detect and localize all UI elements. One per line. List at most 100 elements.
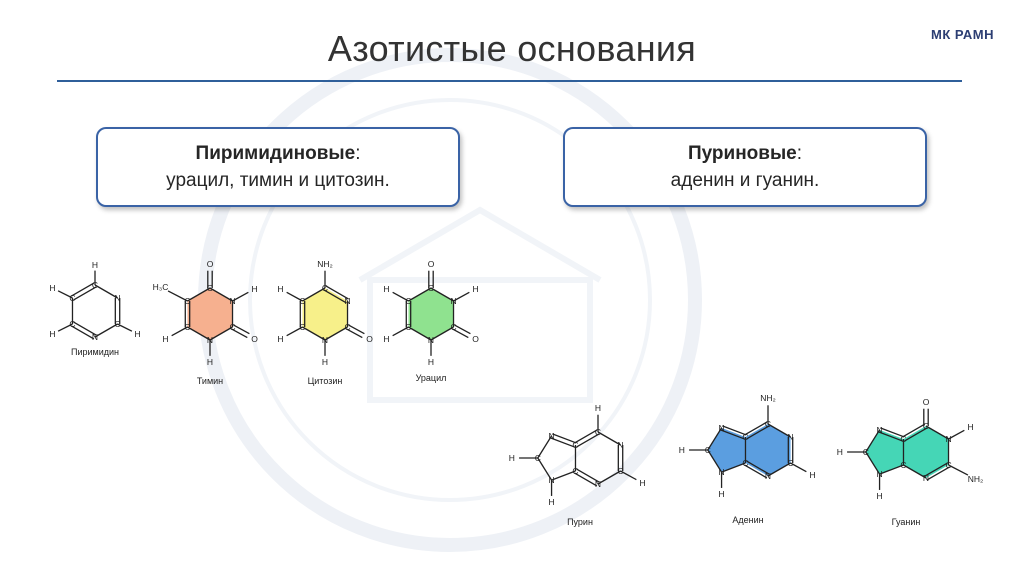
cytosine-h5: H bbox=[277, 284, 283, 294]
purine-ring6-bond bbox=[574, 472, 598, 487]
thymine-h3-bond bbox=[232, 291, 249, 302]
purine-h8: H bbox=[509, 453, 515, 463]
pyrimidine-heading: Пиримидиновые bbox=[195, 143, 356, 164]
adenine-ring6-bond bbox=[746, 425, 770, 440]
adenine-h2-bond bbox=[790, 462, 807, 473]
thymine-o4: O bbox=[207, 259, 214, 269]
thymine-h1: H bbox=[207, 357, 213, 367]
cytosine-bond bbox=[323, 289, 347, 304]
purine-heading: Пуриновые bbox=[687, 143, 797, 164]
pyrimidine-bases-box: Пиримидиновые: урацил, тимин и цитозин. bbox=[96, 127, 460, 207]
purine-name: Пурин bbox=[567, 517, 593, 527]
purine-n3: N bbox=[595, 479, 601, 489]
pyrimidine-h5: H bbox=[49, 283, 55, 293]
adenine-c4: C bbox=[742, 458, 748, 468]
uracil-bond bbox=[408, 287, 432, 302]
pyrimidine-h5-bond bbox=[57, 290, 73, 299]
thymine-bond bbox=[187, 326, 211, 341]
cytosine-h6: H bbox=[277, 334, 283, 344]
purine-n9: N bbox=[548, 475, 554, 485]
thymine-h3: H bbox=[251, 284, 257, 294]
guanine-c5: C bbox=[900, 434, 906, 444]
thymine-h6-bond bbox=[171, 326, 188, 337]
purine-n7: N bbox=[548, 431, 554, 441]
adenine-ring6-bond bbox=[767, 462, 791, 477]
adenine-n1: N bbox=[787, 432, 793, 442]
guanine-h1-bond bbox=[948, 429, 965, 440]
guanine-ring5-bond bbox=[865, 451, 881, 475]
thymine-o2-bond bbox=[231, 328, 248, 339]
pyrimidine-bond bbox=[73, 286, 97, 301]
guanine-c6: C bbox=[923, 421, 929, 431]
purine-ring6-bond bbox=[574, 429, 598, 444]
pyrimidine-bond bbox=[94, 284, 118, 299]
adenine-n3: N bbox=[765, 471, 771, 481]
adenine-ring5-fill bbox=[707, 427, 746, 473]
cytosine-o2-bond bbox=[348, 324, 365, 335]
uracil-bond bbox=[430, 287, 454, 302]
cytosine-name: Цитозин bbox=[308, 376, 343, 386]
adenine-n9: N bbox=[718, 467, 724, 477]
pyrimidine-list: урацил, тимин и цитозин. bbox=[166, 170, 390, 191]
guanine-ring6-bond bbox=[903, 464, 927, 479]
pyrimidine-bond bbox=[73, 321, 97, 336]
cytosine-c6: C bbox=[299, 322, 305, 332]
guanine-ring6-bond bbox=[904, 427, 928, 442]
purine-n1: N bbox=[617, 440, 623, 450]
thymine-c2: C bbox=[229, 322, 235, 332]
guanine-h9: H bbox=[876, 491, 882, 501]
uracil-name: Урацил bbox=[416, 373, 447, 383]
uracil-bond bbox=[408, 326, 432, 341]
thymine-bond bbox=[187, 287, 211, 302]
pyrimidine-h2-bond bbox=[117, 323, 133, 332]
uracil-o2-bond bbox=[454, 324, 471, 335]
pyrimidine-c6: C bbox=[69, 319, 75, 329]
purine-ring5-bond bbox=[550, 437, 575, 448]
adenine-ring6-bond bbox=[744, 421, 768, 436]
page-title: Азотистые основания bbox=[327, 28, 697, 69]
guanine-ring5-bond bbox=[865, 429, 881, 453]
guanine-ring6-bond bbox=[924, 462, 948, 477]
purine-h2-bond bbox=[620, 470, 637, 481]
uracil-c6: C bbox=[405, 322, 411, 332]
pyrimidine-name: Пиримидин bbox=[71, 347, 119, 357]
purine-ring5-bond bbox=[537, 435, 553, 459]
guanine-c4: C bbox=[900, 460, 906, 470]
cytosine-o2: O bbox=[366, 334, 373, 344]
purine-h2: H bbox=[639, 478, 645, 488]
purine-ring6-bond bbox=[576, 468, 600, 483]
guanine-nh2-bond bbox=[948, 464, 969, 476]
adenine-ring5-bond bbox=[720, 429, 745, 440]
adenine-h8: H bbox=[679, 445, 685, 455]
pyrimidine-bond bbox=[71, 325, 95, 340]
cytosine-bond bbox=[325, 285, 349, 300]
purine-ring5-bond bbox=[552, 433, 577, 444]
thymine-o2: O bbox=[251, 334, 258, 344]
cytosine-h6-bond bbox=[286, 326, 303, 337]
cytosine-o2-bond bbox=[346, 328, 363, 339]
guanine-h1: H bbox=[967, 422, 973, 432]
purine-h9: H bbox=[548, 497, 554, 507]
cytosine-h5-bond bbox=[286, 291, 303, 302]
pyrimidine-n3: N bbox=[114, 293, 120, 303]
thymine-c6: C bbox=[184, 322, 190, 332]
adenine-ring5-bond bbox=[722, 425, 747, 436]
purine-ring5-bond bbox=[551, 470, 576, 481]
uracil-c2: C bbox=[450, 322, 456, 332]
uracil-h1: H bbox=[428, 357, 434, 367]
thymine-o2-bond bbox=[233, 324, 250, 335]
thymine-h6: H bbox=[162, 334, 168, 344]
adenine-ring6-fill bbox=[745, 424, 791, 476]
uracil-o2: O bbox=[472, 334, 479, 344]
purine-c4: C bbox=[572, 466, 578, 476]
guanine-ring5-fill bbox=[865, 429, 904, 475]
pyrimidine-h6-bond bbox=[57, 323, 73, 332]
adenine-h2: H bbox=[809, 470, 815, 480]
guanine-h8: H bbox=[837, 447, 843, 457]
cytosine-n1: N bbox=[322, 335, 328, 345]
guanine-ring6-bond bbox=[925, 425, 949, 440]
thymine-name: Тимин bbox=[197, 376, 223, 386]
uracil-h3: H bbox=[472, 284, 478, 294]
purine-c5: C bbox=[572, 440, 578, 450]
purine-ring6-bond bbox=[576, 433, 600, 448]
